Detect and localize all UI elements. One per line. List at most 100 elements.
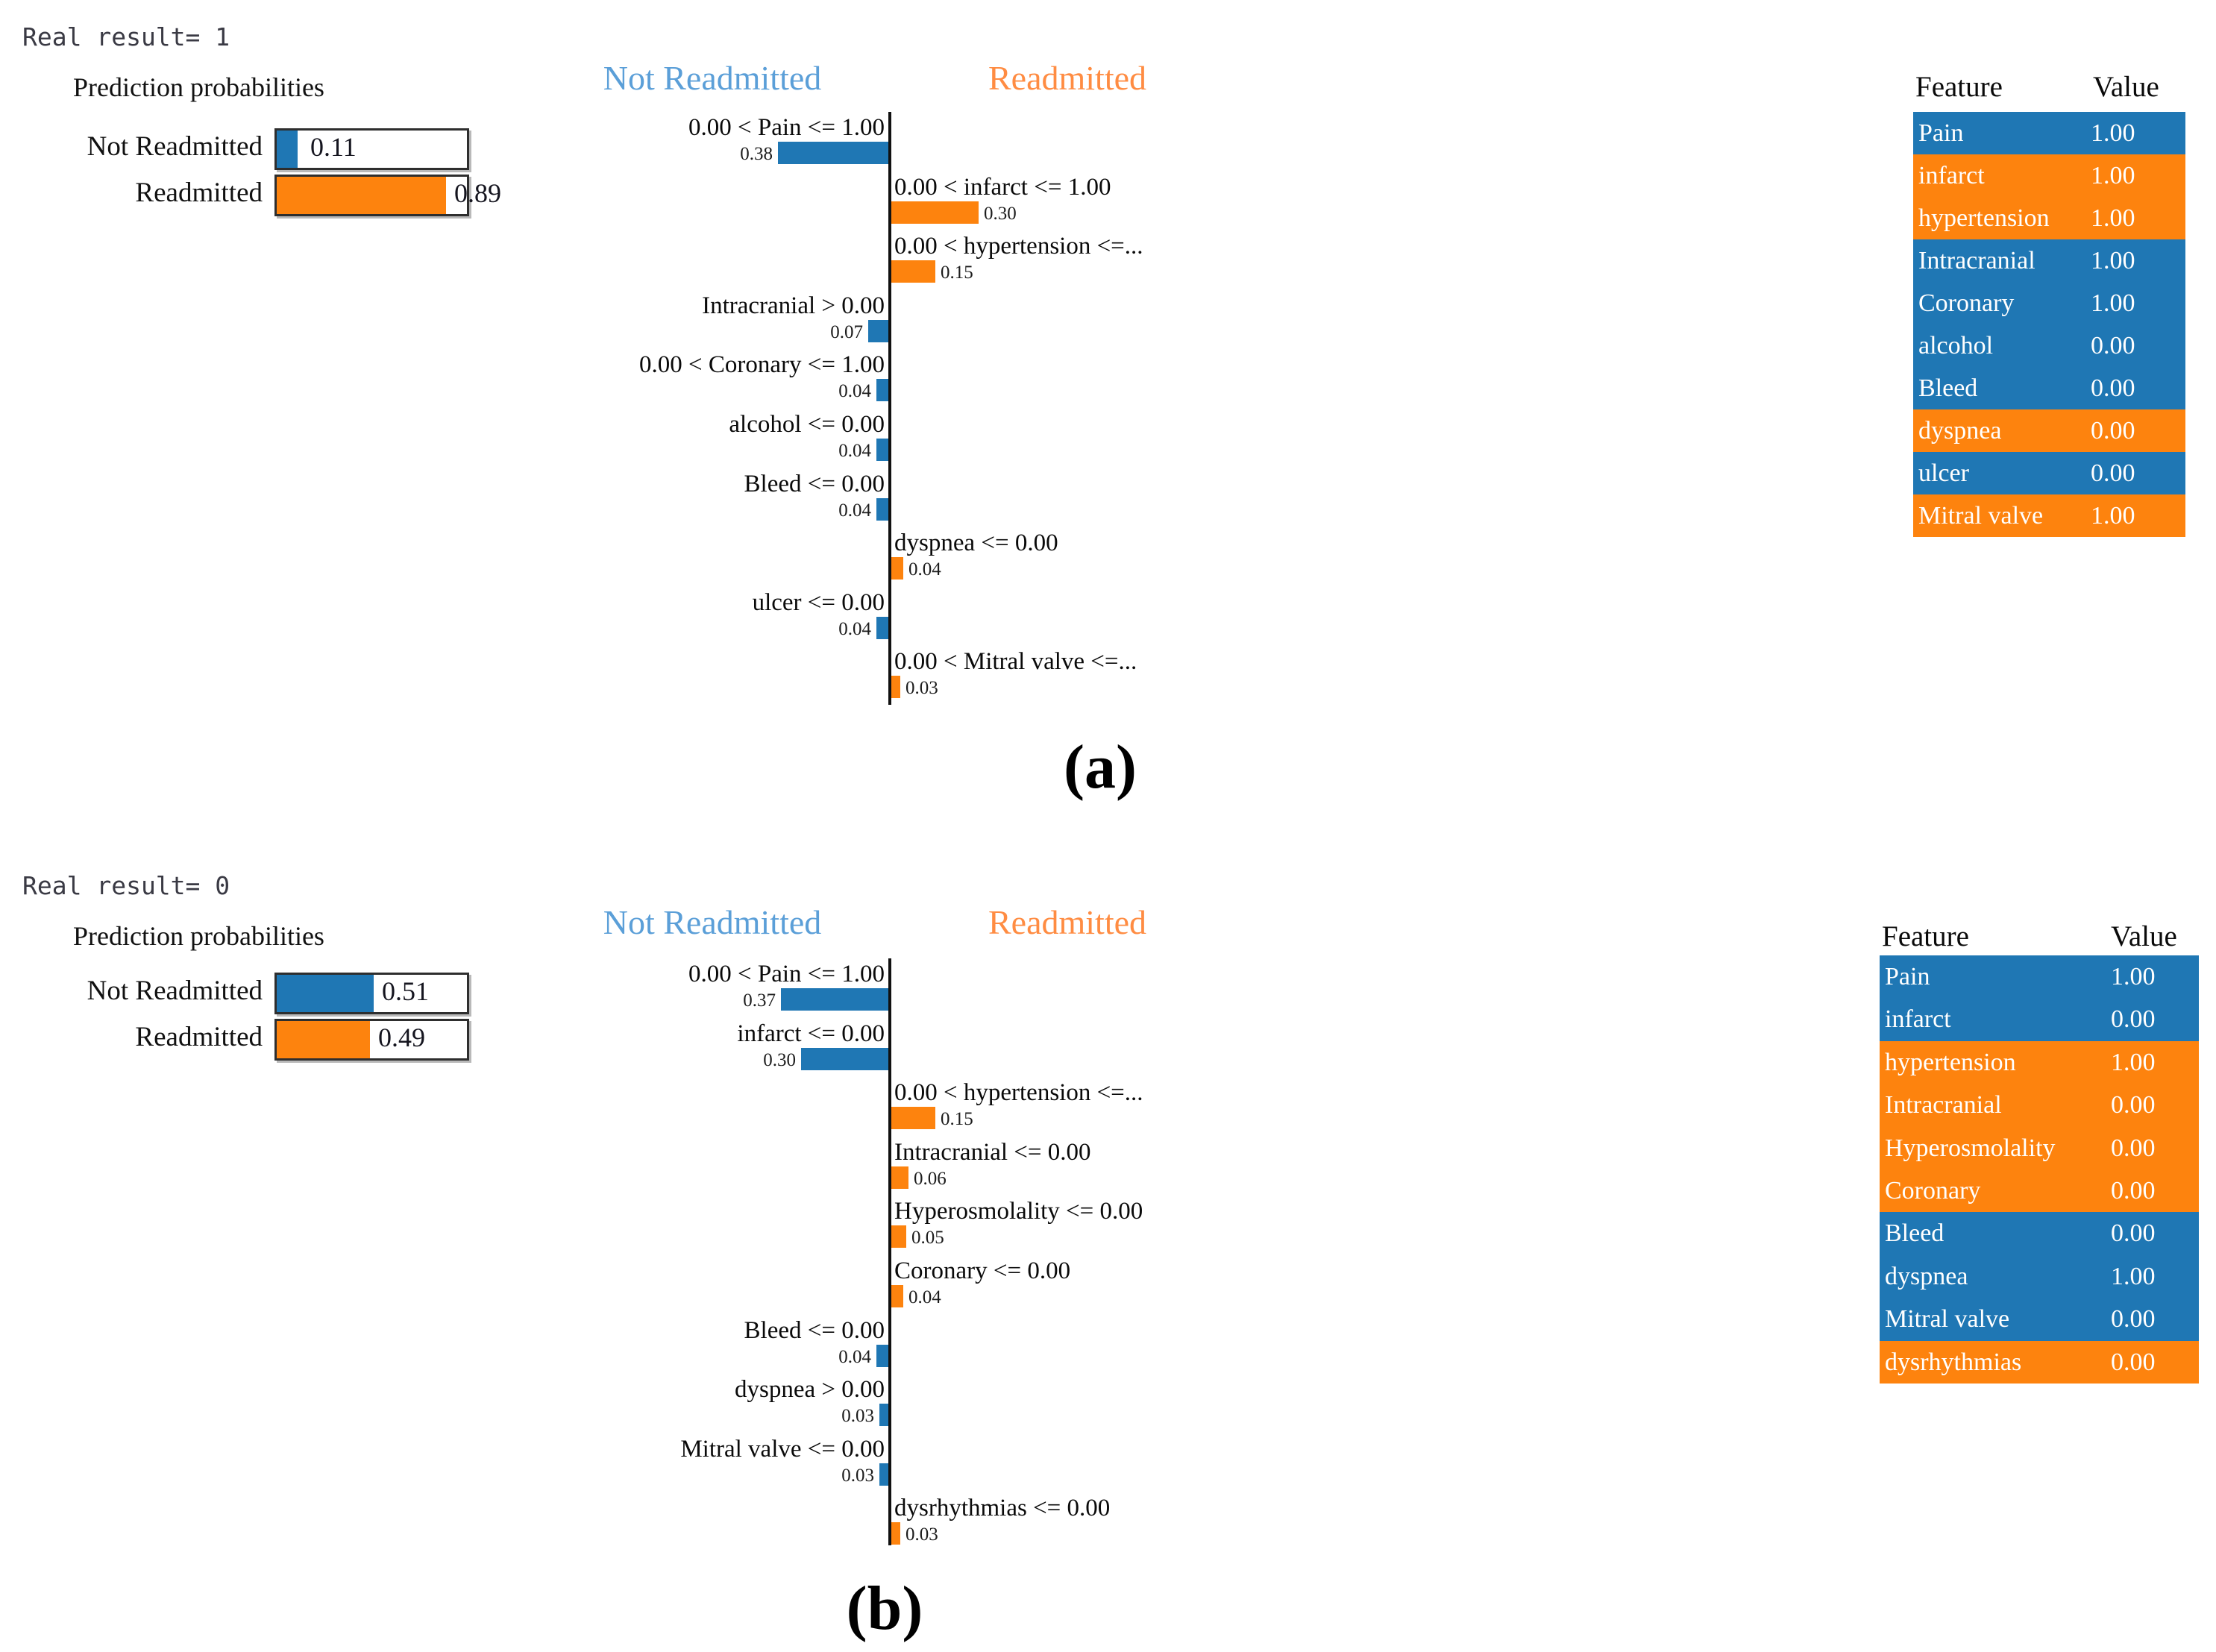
table-cell-feature: Coronary <box>1885 1177 1981 1205</box>
feature-condition-label: Bleed <= 0.00 <box>744 470 885 497</box>
table-cell-value: 0.00 <box>2111 1177 2156 1205</box>
feature-condition-label: 0.00 < Mitral valve <=... <box>894 648 1137 676</box>
feature-weight-value: 0.07 <box>830 321 863 342</box>
table-cell-feature: infarct <box>1885 1005 1951 1034</box>
real-result-label: Real result= 0 <box>22 871 230 900</box>
feature-weight-value: 0.05 <box>911 1228 944 1249</box>
table-cell-feature: dysrhythmias <box>1885 1348 2022 1376</box>
table-cell-feature: ulcer <box>1918 459 1969 487</box>
probability-value: 0.49 <box>377 1023 425 1052</box>
feature-condition-label: dyspnea > 0.00 <box>735 1376 885 1404</box>
chart-right-class-header: Readmitted <box>988 59 1147 97</box>
probability-bar-fill <box>277 177 446 214</box>
feature-weight-bar <box>876 616 888 639</box>
feature-weight-bar <box>876 497 888 521</box>
feature-weight-bar <box>891 1522 900 1545</box>
feature-weight-value: 0.37 <box>743 990 776 1011</box>
feature-weight-bar <box>891 1225 906 1249</box>
table-row: Intracranial 0.00 <box>1880 1084 2199 1127</box>
feature-condition-label: Mitral valve <= 0.00 <box>680 1435 885 1463</box>
feature-condition-label: 0.00 < Coronary <= 1.00 <box>639 351 885 379</box>
feature-weight-value: 0.03 <box>841 1406 874 1427</box>
table-cell-feature: Hyperosmolality <box>1885 1134 2056 1162</box>
feature-condition-label: dysrhythmias <= 0.00 <box>894 1495 1111 1522</box>
probability-bar-fill <box>277 131 298 168</box>
feature-weight-bar <box>891 201 979 224</box>
feature-weight-value: 0.15 <box>941 1109 973 1130</box>
probability-value: 0.11 <box>310 132 357 162</box>
probability-class-label: Readmitted <box>135 178 263 208</box>
table-cell-feature: hypertension <box>1885 1048 2016 1076</box>
prediction-probabilities-title: Prediction probabilities <box>73 72 324 102</box>
feature-weight-bar <box>891 1166 908 1189</box>
feature-weight-value: 0.04 <box>908 1287 941 1307</box>
feature-weight-bar <box>778 142 888 164</box>
probability-value: 0.89 <box>453 178 501 208</box>
chart-left-class-header: Not Readmitted <box>603 903 822 941</box>
table-cell-value: 1.00 <box>2111 963 2156 990</box>
feature-weight-bar <box>876 379 888 402</box>
feature-weight-bar <box>891 1107 935 1130</box>
probability-bar <box>274 128 469 170</box>
probability-bar-fill <box>277 1021 370 1058</box>
table-cell-value: 0.00 <box>2111 1091 2156 1119</box>
table-cell-value: 1.00 <box>2111 1048 2156 1076</box>
table-cell-feature: Intracranial <box>1885 1091 2002 1119</box>
probability-bar-fill <box>277 975 374 1012</box>
table-row: Mitral valve 0.00 <box>1880 1298 2199 1341</box>
table-cell-feature: Intracranial <box>1918 247 2035 274</box>
table-cell-value: 0.00 <box>2091 374 2135 402</box>
feature-weight-bar <box>879 1404 888 1427</box>
feature-weight-bar <box>876 439 888 461</box>
feature-weight-bar <box>891 1285 903 1307</box>
table-cell-feature: infarct <box>1918 162 1985 189</box>
panel-a-caption: (a) <box>1064 732 1137 802</box>
feature-condition-label: ulcer <= 0.00 <box>752 588 885 616</box>
feature-weight-value: 0.04 <box>838 381 871 402</box>
feature-weight-bar <box>879 1463 888 1486</box>
feature-weight-value: 0.30 <box>763 1049 796 1070</box>
real-result-label: Real result= 1 <box>22 22 230 51</box>
table-cell-value: 1.00 <box>2091 119 2135 147</box>
probability-class-label: Not Readmitted <box>87 976 263 1006</box>
feature-condition-label: Hyperosmolality <= 0.00 <box>894 1198 1143 1225</box>
table-cell-value: 1.00 <box>2091 204 2135 232</box>
table-row: Intracranial 1.00 <box>1913 239 2185 282</box>
table-row: Coronary 0.00 <box>1880 1169 2199 1213</box>
feature-weight-value: 0.06 <box>914 1168 947 1189</box>
probability-bar <box>274 973 469 1014</box>
table-cell-value: 1.00 <box>2091 162 2135 189</box>
table-cell-value: 0.00 <box>2111 1305 2156 1334</box>
table-row: infarct 0.00 <box>1880 998 2199 1041</box>
table-cell-value: 1.00 <box>2091 247 2135 274</box>
table-cell-value: 0.00 <box>2111 1005 2156 1034</box>
table-cell-feature: Mitral valve <box>1918 502 2044 530</box>
feature-condition-label: Intracranial > 0.00 <box>702 292 885 319</box>
feature-condition-label: 0.00 < Pain <= 1.00 <box>688 961 885 987</box>
table-header-feature: Feature <box>1915 71 2003 103</box>
feature-condition-label: infarct <= 0.00 <box>737 1020 885 1047</box>
table-row: hypertension 1.00 <box>1880 1040 2199 1084</box>
table-cell-feature: Bleed <box>1885 1219 1945 1248</box>
feature-weight-bar <box>876 1344 888 1367</box>
table-cell-feature: Bleed <box>1918 374 1978 402</box>
feature-condition-label: Bleed <= 0.00 <box>744 1316 885 1344</box>
feature-weight-bar <box>781 988 888 1011</box>
feature-condition-label: Coronary <= 0.00 <box>894 1257 1071 1284</box>
probability-value: 0.51 <box>382 976 430 1006</box>
probability-class-label: Readmitted <box>135 1022 263 1052</box>
chart-left-class-header: Not Readmitted <box>603 59 822 97</box>
feature-weight-value: 0.04 <box>838 500 871 521</box>
table-cell-feature: Mitral valve <box>1885 1305 2010 1334</box>
feature-weight-value: 0.38 <box>740 144 773 164</box>
feature-weight-value: 0.30 <box>984 203 1017 224</box>
feature-weight-bar <box>868 319 888 342</box>
axis-line <box>888 958 891 1545</box>
probability-class-label: Not Readmitted <box>87 131 263 162</box>
